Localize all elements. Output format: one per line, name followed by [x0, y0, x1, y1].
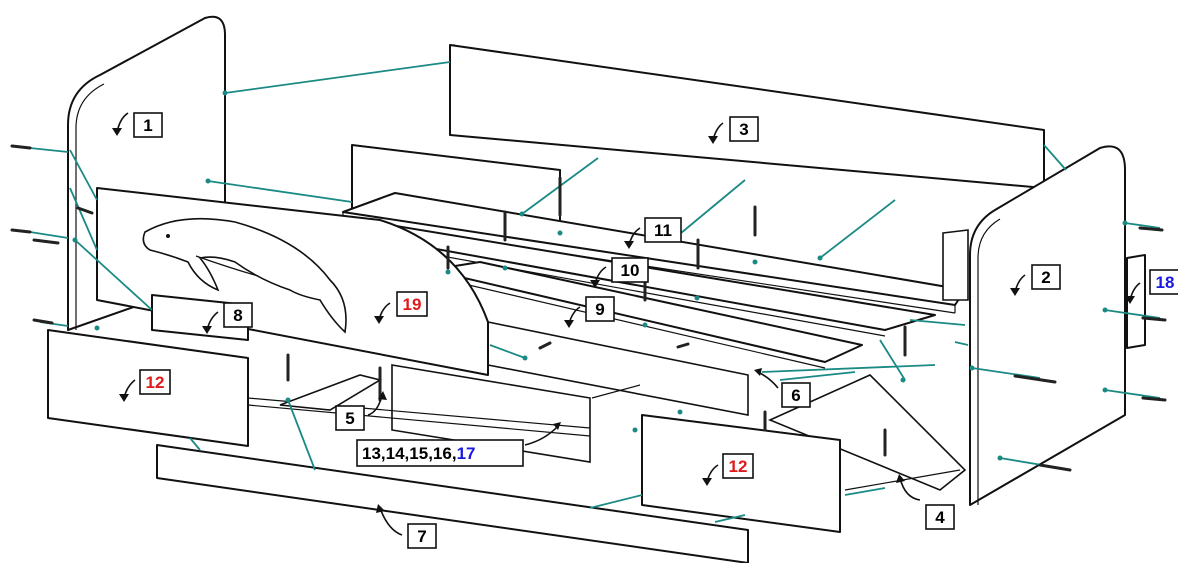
panel-18-side-plate	[1126, 254, 1146, 349]
bolts	[10, 144, 1167, 472]
label-part-3: 3	[708, 116, 759, 144]
assembly-connectors	[29, 61, 1161, 523]
label-part-6: 6	[754, 368, 811, 408]
label-fittings-13-17: 13,14,15,16,17	[356, 422, 561, 467]
panel-inner-right	[942, 229, 969, 301]
label-part-8: 8	[202, 302, 253, 334]
panel-9-slat	[429, 261, 863, 369]
label-2-text: 2	[1041, 268, 1050, 287]
panel-19-dolphin-guard	[96, 187, 489, 376]
label-part-11: 11	[624, 217, 682, 249]
fitting-16: 16,	[433, 444, 457, 463]
label-part-2: 2	[1010, 264, 1061, 296]
label-part-12-left: 12	[119, 369, 171, 402]
label-6-text: 6	[791, 386, 800, 405]
label-4-text: 4	[935, 508, 945, 527]
panel-2-right-headboard	[969, 145, 1126, 506]
fitting-13: 13,	[362, 444, 386, 463]
label-3-text: 3	[739, 120, 748, 139]
dolphin-figure	[142, 217, 347, 334]
label-10-text: 10	[621, 261, 640, 280]
label-12-right-text: 12	[729, 457, 748, 476]
label-part-12-right: 12	[702, 453, 754, 486]
label-part-7: 7	[376, 504, 437, 549]
fitting-15: 15,	[409, 444, 433, 463]
label-8-text: 8	[233, 306, 242, 325]
label-12-left-text: 12	[146, 373, 165, 392]
label-part-4: 4	[896, 474, 955, 530]
label-part-9: 9	[564, 296, 615, 328]
label-5-text: 5	[345, 409, 354, 428]
panel-7-plinth	[156, 444, 749, 563]
label-part-5: 5	[335, 391, 387, 431]
label-7-text: 7	[417, 527, 426, 546]
label-part-10: 10	[590, 257, 649, 288]
panel-center-box	[247, 364, 641, 463]
label-9-text: 9	[595, 300, 604, 319]
label-1-text: 1	[143, 116, 152, 135]
label-19-text: 19	[403, 295, 422, 314]
label-11-text: 11	[654, 221, 672, 240]
label-18-text: 18	[1156, 273, 1175, 292]
label-part-19: 19	[374, 291, 428, 324]
label-fittings-text: 13,14,15,16,17	[362, 444, 475, 463]
label-part-18: 18	[1125, 269, 1178, 304]
label-part-1: 1	[112, 112, 163, 138]
fitting-17: 17	[457, 444, 476, 463]
fitting-14: 14,	[386, 444, 410, 463]
